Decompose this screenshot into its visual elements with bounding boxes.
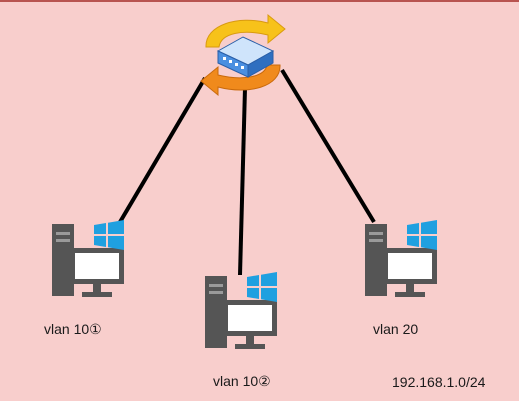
label-network: 192.168.1.0/24 — [392, 374, 486, 390]
label-pc2: vlan 10② — [213, 373, 271, 389]
label-pc1: vlan 10① — [44, 321, 102, 337]
layer3-switch-icon — [200, 13, 286, 97]
link-pc1 — [118, 76, 207, 224]
pc-vlan10-2-icon — [205, 272, 277, 349]
link-pc2 — [238, 87, 247, 276]
pc-vlan20-icon — [365, 220, 437, 297]
pc-vlan10-1-icon — [52, 220, 124, 297]
link-pc3 — [280, 68, 376, 224]
label-pc3: vlan 20 — [373, 321, 419, 337]
top-border — [0, 0, 519, 2]
